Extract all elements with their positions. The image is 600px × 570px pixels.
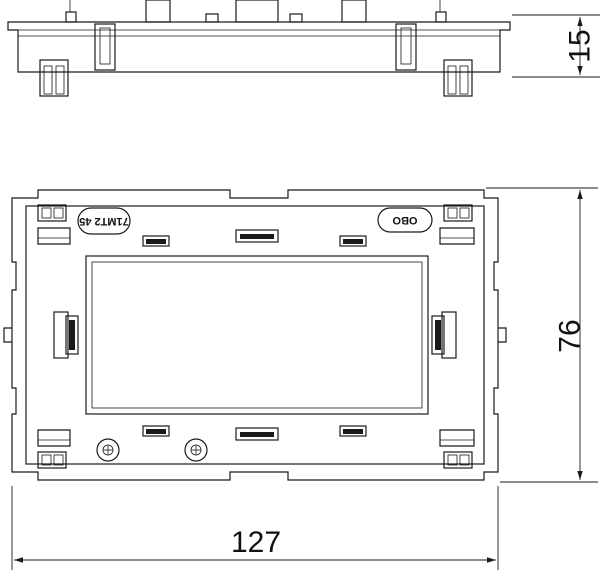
side-latch	[431, 311, 457, 359]
part-code-text: 71MT2 45	[79, 215, 129, 227]
corner-clip	[439, 204, 475, 245]
corner-clip	[37, 429, 71, 469]
latch	[142, 425, 367, 441]
corner-clip	[37, 204, 71, 245]
front-view: 71MT2 45 OBO	[3, 189, 507, 481]
screw-hole	[96, 438, 120, 462]
dimension-15-label: 15	[564, 29, 597, 62]
brand-text: OBO	[392, 214, 418, 226]
latch	[142, 229, 367, 247]
part-code-label: 71MT2 45	[77, 207, 131, 235]
corner-clip	[439, 429, 475, 469]
dimension-76-label: 76	[554, 319, 587, 352]
width-dimension: 127	[11, 486, 499, 570]
side-latch	[53, 311, 79, 359]
height-dimension-front: 76	[486, 187, 598, 483]
screw-hole	[184, 438, 208, 462]
dimension-127-label: 127	[231, 526, 281, 559]
brand-logo: OBO	[377, 207, 433, 233]
height-dimension-side: 15	[512, 14, 600, 78]
side-view	[7, 0, 511, 97]
